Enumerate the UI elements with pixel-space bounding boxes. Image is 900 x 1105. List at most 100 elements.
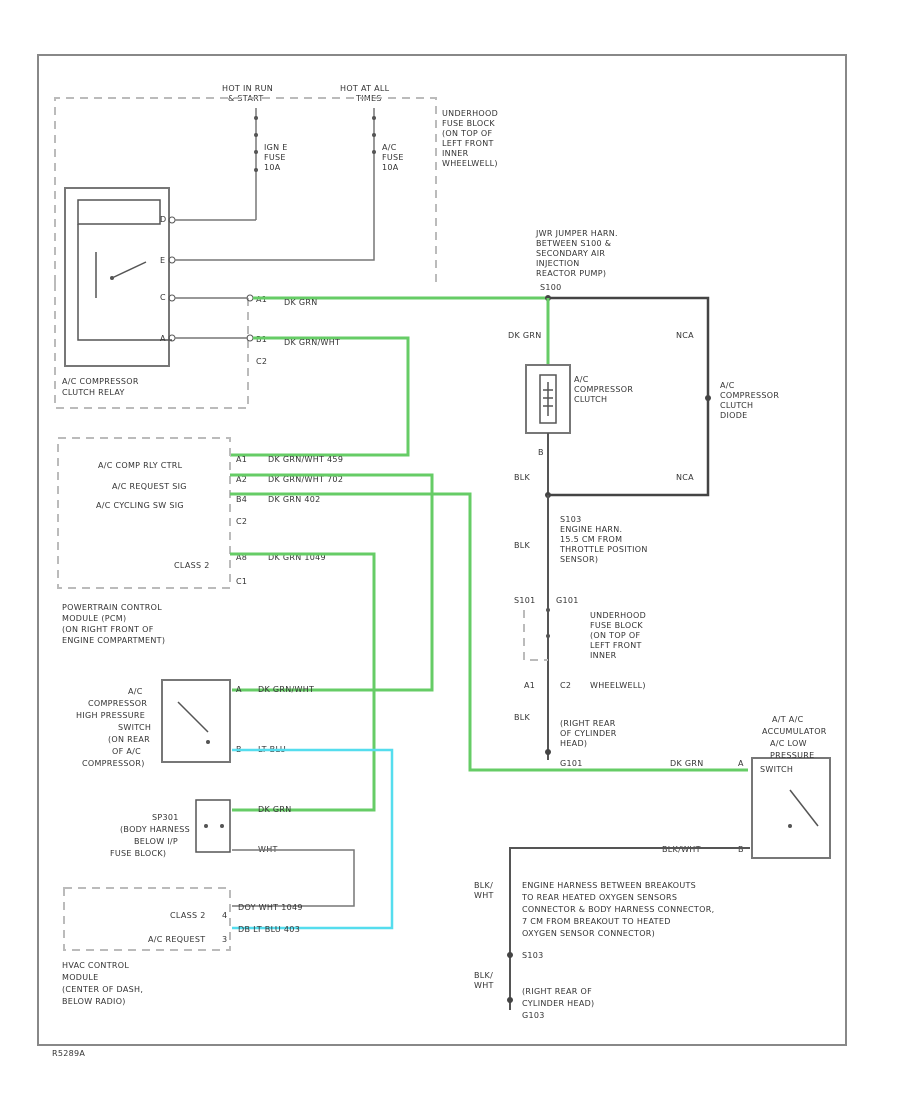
ground-dot-1 (546, 608, 550, 612)
clutch-pin-b: B (538, 448, 544, 457)
pcm-pin-3: A8 (236, 553, 247, 562)
clutch-wire-in: DK GRN (508, 331, 542, 340)
diode-symbol (705, 395, 711, 401)
underhood2-2: (ON TOP OF (590, 631, 640, 640)
hp-label-2: HIGH PRESSURE (76, 711, 145, 720)
green-wire-relay-to-pcm (230, 336, 410, 457)
sp301-label-3: FUSE BLOCK) (110, 849, 166, 858)
hot-all-label-2: TIMES (355, 94, 382, 103)
bottom-note-0: ENGINE HARNESS BETWEEN BREAKOUTS (522, 881, 696, 890)
pcm-input-1: A/C REQUEST SIG (112, 482, 187, 491)
underhood-label-1: FUSE BLOCK (442, 119, 495, 128)
relay-box (64, 187, 170, 367)
hvac-pin2: 3 (222, 935, 227, 944)
relay-wire-label-1: DK GRN (284, 298, 318, 307)
pcm-wire-label-1: DK GRN/WHT 702 (268, 475, 343, 484)
ground-s101-1: G101 (556, 596, 579, 605)
pcm-input-2: A/C CYCLING SW SIG (96, 501, 184, 510)
diode-label-1: COMPRESSOR (720, 391, 779, 400)
ac-fuse-label-0: A/C (382, 143, 397, 152)
hp-switch-pivot (206, 740, 210, 744)
underhood-label-4: INNER (442, 149, 469, 158)
clutch-coil (539, 374, 557, 424)
harness-label-3: INJECTION (536, 259, 580, 268)
underhood2-0: UNDERHOOD (590, 611, 646, 620)
lp-pin-b: B (738, 845, 744, 854)
ign-fuse-dot-3 (254, 150, 258, 154)
relay-bottom-loop (77, 224, 172, 341)
lp-label-4: SWITCH (760, 765, 793, 774)
clutch-nca: NCA (676, 331, 694, 340)
hvac-label-3: BELOW RADIO) (62, 997, 126, 1006)
underhood2-3: LEFT FRONT (590, 641, 642, 650)
hvac-label-2: (CENTER OF DASH, (62, 985, 143, 994)
ign-fuse-label-1: FUSE (264, 153, 286, 162)
pcm-label-1: MODULE (PCM) (62, 614, 126, 623)
sp301-dot-2 (220, 824, 224, 828)
bottom-note-5: S103 (522, 951, 544, 960)
clutch-label-0: A/C (574, 375, 589, 384)
lp-switch-contact (789, 789, 819, 827)
ign-fuse-label-2: 10A (264, 163, 281, 172)
pcm-pin-0: A1 (236, 455, 247, 464)
harness-splice: S100 (540, 283, 562, 292)
sp301-box (195, 799, 231, 853)
hvac-class2: CLASS 2 (170, 911, 206, 920)
diagram-frame (37, 54, 847, 1046)
g101-ground-dot (545, 749, 551, 755)
harness-label-2: SECONDARY AIR (536, 249, 605, 258)
hp-switch-box (161, 679, 231, 763)
hp-label-6: COMPRESSOR) (82, 759, 145, 768)
hvac-wire1: DOY WHT 1049 (238, 903, 303, 912)
bottom-wire1-0: BLK/ (474, 881, 493, 890)
bottom-gnd-0: (RIGHT REAR OF (522, 987, 592, 996)
pcm-wire-label-3: DK GRN 1049 (268, 553, 326, 562)
bottom-note-2: CONNECTOR & BODY HARNESS CONNECTOR, (522, 905, 714, 914)
relay-pin-e: E (160, 256, 165, 265)
green-wire-pcm-b4 (230, 492, 748, 772)
clutch-ncb: NCA (676, 473, 694, 482)
underhood2-1: FUSE BLOCK (590, 621, 643, 630)
pcm-label-2: (ON RIGHT FRONT OF (62, 625, 154, 634)
ground-dot-2 (546, 634, 550, 638)
relay-coil-dash (54, 283, 249, 409)
hot-all-label-1: HOT AT ALL (340, 84, 390, 93)
sp301-wire1: DK GRN (258, 805, 292, 814)
cyan-wire-hp-to-hvac (232, 748, 394, 930)
ground-s103-1: ENGINE HARN. (560, 525, 622, 534)
lp-label-0: A/T A/C (772, 715, 804, 724)
s100-to-diode-wire (548, 296, 710, 497)
hp-wire1: DK GRN/WHT (258, 685, 314, 694)
pcm-label-3: ENGINE COMPARTMENT) (62, 636, 165, 645)
ground-s101-0: S101 (514, 596, 536, 605)
g101-2: HEAD) (560, 739, 587, 748)
underhood-label-5: WHEELWELL) (442, 159, 498, 168)
relay-pin-a: A (160, 334, 166, 343)
ground-conn-0: A1 (524, 681, 535, 690)
relay-wire-label-2: DK GRN/WHT (284, 338, 340, 347)
hvac-acreq: A/C REQUEST (148, 935, 205, 944)
ground-s103-4: SENSOR) (560, 555, 598, 564)
bottom-wire2-1: WHT (474, 981, 494, 990)
underhood-2-outline (523, 610, 548, 661)
pcm-conn-1: C1 (236, 577, 247, 586)
underhood-fuse-block-outline (54, 97, 437, 283)
ign-fuse-dot-4 (254, 168, 258, 172)
hp-label-4: (ON REAR (108, 735, 150, 744)
hvac-pin1: 4 (222, 911, 227, 920)
ground-conn-1: C2 (560, 681, 571, 690)
pcm-label-0: POWERTRAIN CONTROL (62, 603, 162, 612)
relay-to-ac-fuse (175, 258, 375, 261)
hp-label-1: COMPRESSOR (88, 699, 147, 708)
pcm-wire-label-0: DK GRN/WHT 459 (268, 455, 343, 464)
hp-switch-contact (177, 701, 209, 733)
sp301-to-hvac-wire (232, 849, 355, 907)
pcm-pin-1: A2 (236, 475, 247, 484)
lp-switch-pivot (788, 824, 792, 828)
ac-fuse-dot-3 (372, 150, 376, 154)
lp-pin-a: A (738, 759, 744, 768)
relay-coil (77, 199, 161, 225)
pcm-outline (57, 437, 231, 589)
relay-conn-pin-2: C2 (256, 357, 267, 366)
lp-label-2: A/C LOW (770, 739, 807, 748)
